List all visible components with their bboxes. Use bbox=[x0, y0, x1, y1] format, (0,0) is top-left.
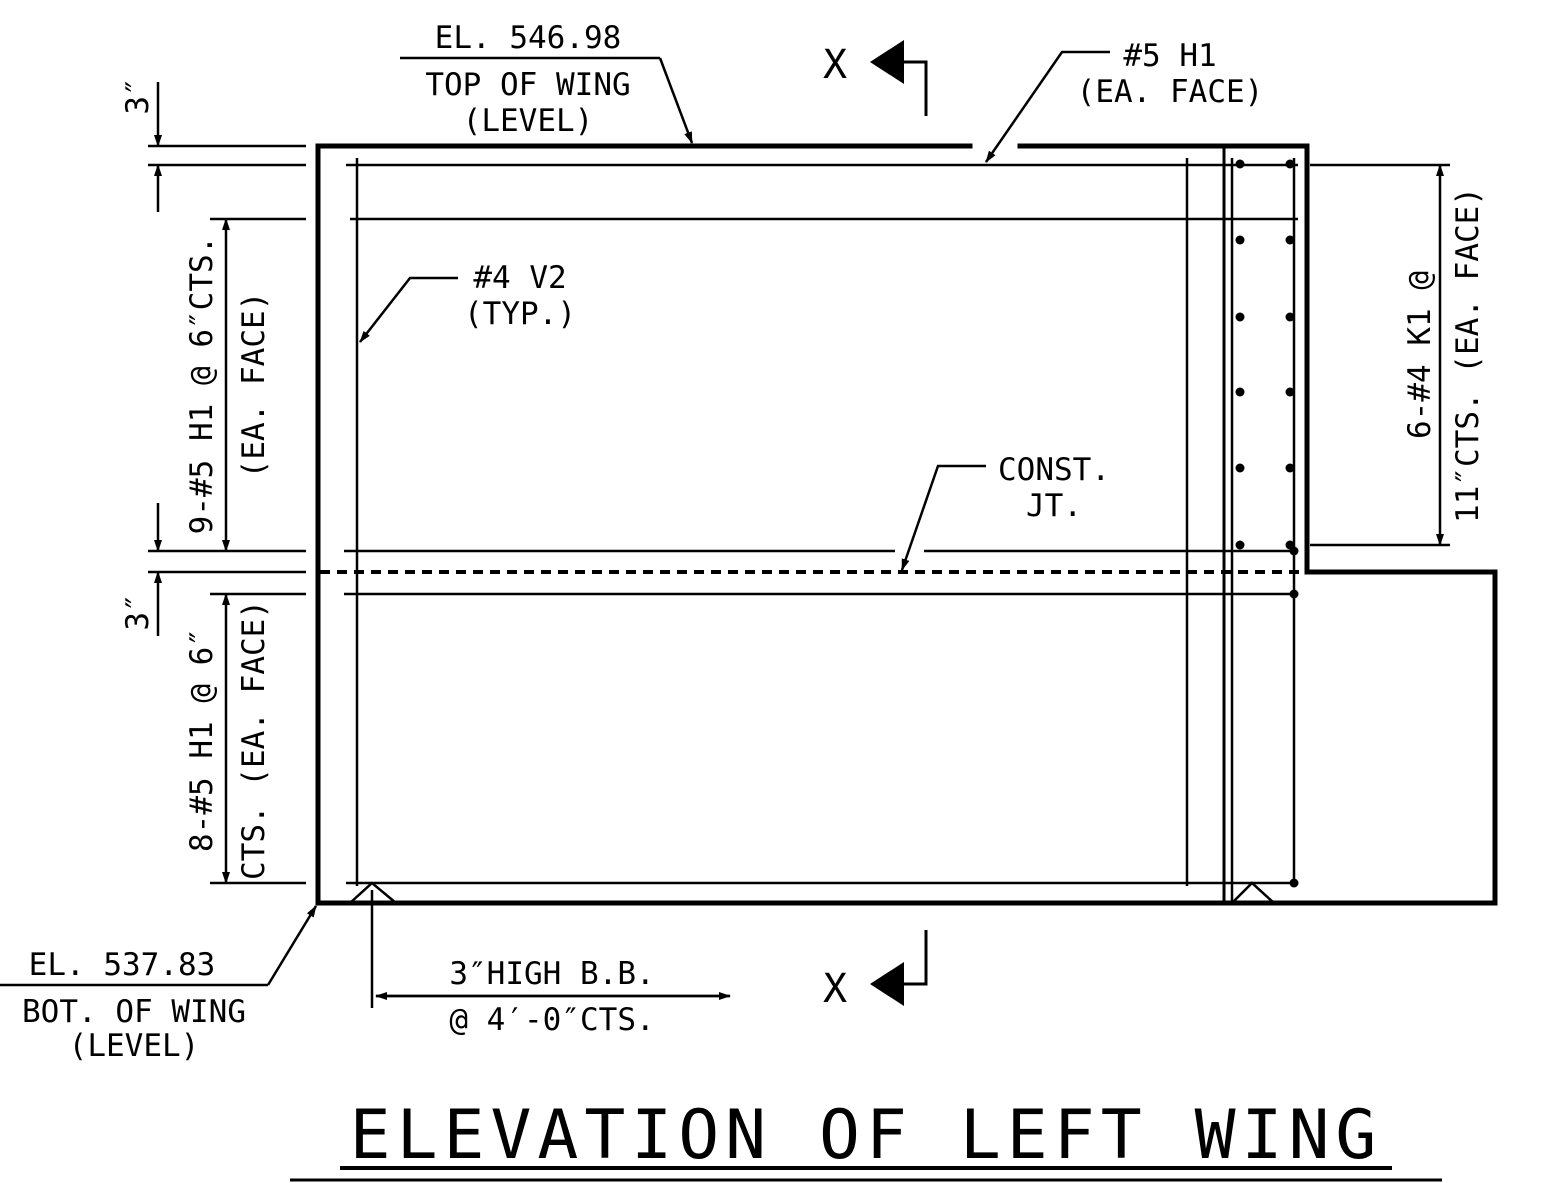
bb-callout: 3″HIGH B.B. @ 4′-0″CTS. bbox=[370, 890, 731, 1038]
right-dimensions bbox=[1310, 163, 1450, 547]
cover-top-dimension: 3″ bbox=[120, 77, 156, 114]
bottom-elevation-callout: EL. 537.83 BOT. OF WING (LEVEL) bbox=[0, 905, 318, 1064]
top-elevation-note: (LEVEL) bbox=[463, 103, 594, 139]
cover-mid-dimension: 3″ bbox=[120, 593, 156, 630]
lower-bars-dimension: 8-#5 H1 @ 6″ bbox=[184, 628, 220, 852]
section-marker-top-label: X bbox=[823, 42, 847, 88]
section-marker-bottom-label: X bbox=[823, 966, 847, 1012]
wing-outline bbox=[315, 143, 1498, 906]
lower-bars-dimension-note: CTS. (EA. FACE) bbox=[236, 600, 272, 880]
h1-top-callout-note: (EA. FACE) bbox=[1077, 74, 1264, 110]
top-elevation-value: EL. 546.98 bbox=[435, 20, 622, 56]
const-jt-callout: CONST. JT. bbox=[900, 452, 1110, 571]
top-elevation-label: TOP OF WING bbox=[425, 67, 630, 103]
h1-top-callout: #5 H1 (EA. FACE) bbox=[984, 38, 1264, 163]
section-marker-top: X bbox=[823, 40, 928, 116]
top-elevation-callout: EL. 546.98 TOP OF WING (LEVEL) bbox=[400, 20, 694, 144]
bearing-block-marks bbox=[349, 881, 1275, 904]
reinforcement-bars bbox=[344, 158, 1298, 903]
bottom-elevation-value: EL. 537.83 bbox=[29, 947, 216, 983]
upper-bars-dimension: 9-#5 H1 @ 6″CTS. bbox=[184, 236, 220, 535]
v2-callout-note: (TYP.) bbox=[464, 296, 576, 332]
v2-callout: #4 V2 (TYP.) bbox=[359, 260, 576, 343]
left-dimensions bbox=[148, 82, 306, 885]
drawing-title-block: ELEVATION OF LEFT WING bbox=[290, 1096, 1442, 1182]
bottom-elevation-label: BOT. OF WING bbox=[22, 994, 246, 1030]
upper-bars-dimension-note: (EA. FACE) bbox=[236, 292, 272, 479]
bb-callout-label: 3″HIGH B.B. bbox=[449, 956, 654, 992]
v2-callout-label: #4 V2 bbox=[473, 260, 566, 296]
k1-bar-dots bbox=[1235, 159, 1299, 888]
section-marker-bottom: X bbox=[823, 930, 928, 1012]
const-jt-callout-note: JT. bbox=[1026, 488, 1082, 524]
drawing-title: ELEVATION OF LEFT WING bbox=[350, 1096, 1383, 1175]
h1-top-callout-label: #5 H1 bbox=[1123, 38, 1216, 74]
k1-bars-dimension: 6-#4 K1 @ bbox=[1402, 271, 1438, 439]
bottom-elevation-note: (LEVEL) bbox=[69, 1028, 200, 1064]
const-jt-callout-label: CONST. bbox=[998, 452, 1110, 488]
k1-bars-dimension-note: 11″CTS. (EA. FACE) bbox=[1450, 187, 1486, 523]
bb-callout-note: @ 4′-0″CTS. bbox=[449, 1002, 654, 1038]
